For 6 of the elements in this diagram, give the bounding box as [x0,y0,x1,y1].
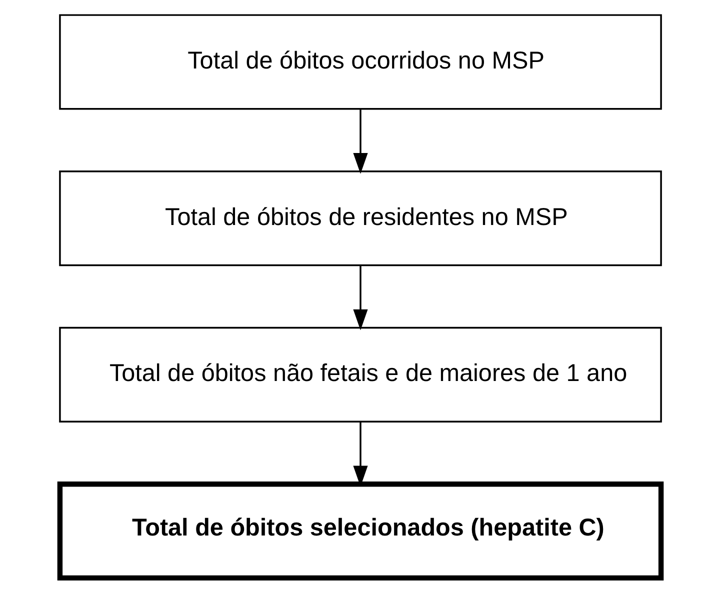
node-box: Total de óbitos selecionados (hepatite C) [56,482,664,581]
arrow [352,266,368,330]
node-box: Total de óbitos de residentes no MSP [58,170,662,266]
node-box: Total de óbitos ocorridos no MSP [58,14,662,110]
arrow [352,110,368,174]
node-box: Total de óbitos não fetais e de maiores de 1 ano [58,326,662,422]
